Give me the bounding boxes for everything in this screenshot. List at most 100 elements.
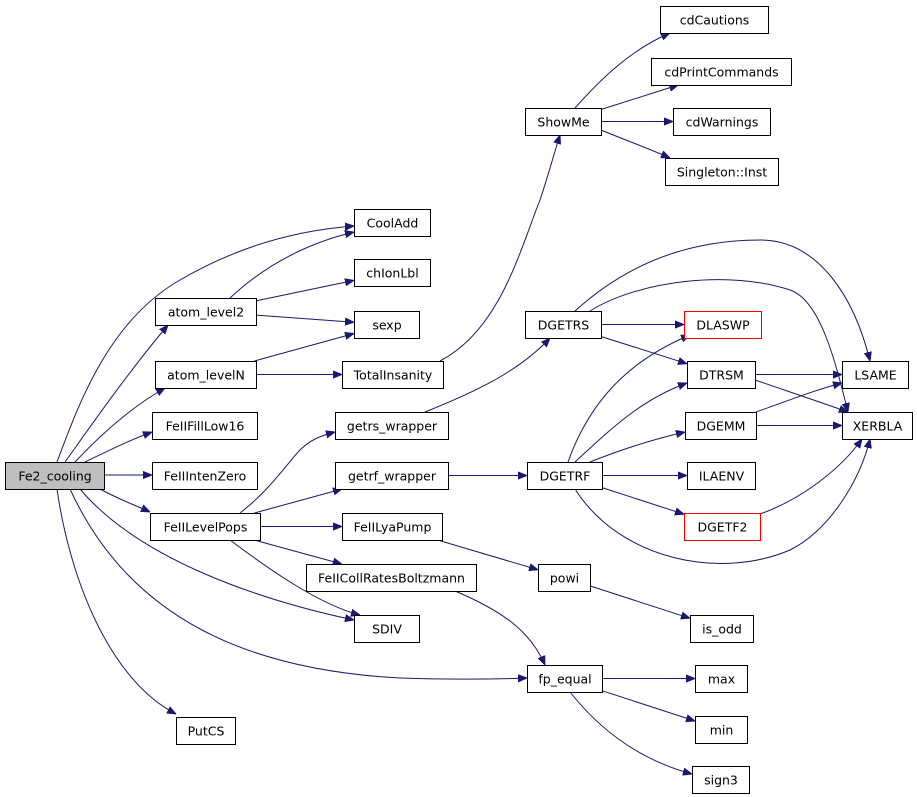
node-showme[interactable]: ShowMe (525, 108, 602, 136)
node-box (665, 158, 779, 186)
node-box (687, 361, 756, 389)
node-intenZero[interactable]: FeIIIntenZero (152, 462, 258, 490)
node-box (354, 311, 420, 339)
edge-dgetrf-to-dgetf2 (601, 487, 684, 515)
node-sdiv[interactable]: SDIV (354, 615, 420, 643)
edge-levelPops-to-collRates (254, 539, 342, 564)
node-box (695, 665, 748, 693)
function-nodes: Fe2_cooling CoolAdd chIonLbl atom_level2sex… (5, 6, 913, 794)
node-box (538, 564, 591, 592)
node-label: cdPrintCommands (664, 65, 778, 80)
node-fpequal[interactable]: fp_equal (527, 665, 603, 693)
edge-levelPops-to-getrfW (254, 489, 342, 514)
node-box (342, 361, 444, 389)
edge-showme-to-cdprint (600, 85, 678, 110)
edge-fpequal-to-sign3 (569, 691, 692, 774)
node-box (692, 766, 750, 794)
node-label: getrs_wrapper (347, 419, 438, 434)
edge-dgetrs-to-dtrsm (600, 336, 687, 364)
node-powi[interactable]: powi (538, 564, 591, 592)
node-label: Singleton::Inst (677, 165, 767, 180)
edge-dgetrf-to-xerbla (574, 439, 870, 564)
node-label: DLASWP (696, 318, 750, 333)
node-box (673, 108, 771, 136)
node-atomN[interactable]: atom_levelN (155, 361, 257, 389)
node-label: getrf_wrapper (348, 469, 437, 484)
node-lyaPump[interactable]: FeIILyaPump (342, 513, 443, 541)
node-box (685, 412, 757, 440)
edge-levelPops-to-sdiv (229, 539, 360, 615)
node-isodd[interactable]: is_odd (690, 615, 754, 643)
node-max[interactable]: max (695, 665, 748, 693)
node-dlaswp[interactable]: DLASWP (684, 311, 762, 339)
node-box (5, 462, 105, 490)
node-box (354, 615, 420, 643)
node-box (150, 513, 261, 541)
edge-total-to-showme (439, 135, 560, 362)
node-label: sexp (372, 318, 401, 333)
node-label: cdWarnings (686, 115, 759, 130)
node-box (335, 412, 449, 440)
node-label: DTRSM (699, 368, 744, 383)
node-box (684, 513, 761, 541)
node-total[interactable]: TotalInsanity (342, 361, 444, 389)
node-cooladd[interactable]: CoolAdd (354, 209, 431, 237)
node-box (842, 412, 913, 440)
node-box (176, 717, 236, 745)
node-box (842, 361, 909, 389)
node-dgetf2[interactable]: DGETF2 (684, 513, 761, 541)
edge-dgemm-to-lsame (755, 383, 842, 413)
node-fillLow[interactable]: FeIIFillLow16 (152, 412, 258, 440)
node-dtrsm[interactable]: DTRSM (687, 361, 756, 389)
node-putcs[interactable]: PutCS (176, 717, 236, 745)
node-label: atom_level2 (168, 305, 244, 320)
node-atom2[interactable]: atom_level2 (155, 298, 257, 326)
node-lsame[interactable]: LSAME (842, 361, 909, 389)
node-ilaenv[interactable]: ILAENV (687, 462, 756, 490)
node-label: DGETRF (540, 469, 591, 484)
node-chlonlbl[interactable]: chIonLbl (354, 259, 431, 287)
edge-dgetrs-to-lsame (574, 239, 870, 361)
node-label: FeIILevelPops (164, 520, 248, 535)
node-sign3[interactable]: sign3 (692, 766, 750, 794)
node-box (695, 716, 748, 744)
node-box (152, 412, 258, 440)
node-dgemm[interactable]: DGEMM (685, 412, 757, 440)
node-single[interactable]: Singleton::Inst (665, 158, 779, 186)
node-label: XERBLA (853, 419, 903, 434)
node-getrsW[interactable]: getrs_wrapper (335, 412, 449, 440)
node-box (660, 6, 769, 34)
node-fe2[interactable]: Fe2_cooling (5, 462, 105, 490)
node-dgetrs[interactable]: DGETRS (525, 311, 602, 339)
edge-fe2-to-sdiv (79, 488, 354, 620)
edge-atomN-to-sexp (254, 334, 354, 362)
node-levelPops[interactable]: FeIILevelPops (150, 513, 261, 541)
edge-fe2-to-putcs (56, 488, 176, 714)
node-box (342, 513, 443, 541)
edge-lyaPump-to-powi (437, 539, 539, 570)
edge-showme-to-single (600, 129, 670, 158)
node-cdwarn[interactable]: cdWarnings (673, 108, 771, 136)
node-box (306, 564, 477, 592)
edge-getrsW-to-dgetrs (424, 338, 550, 413)
node-label: CoolAdd (367, 216, 419, 231)
edge-fe2-to-fillLow (84, 432, 152, 463)
edge-atom2-to-cooladd (229, 232, 354, 299)
node-label: ShowMe (537, 115, 590, 130)
node-cdprint[interactable]: cdPrintCommands (651, 58, 792, 86)
edge-dgetrf-to-dgemm (589, 432, 685, 463)
edge-fe2-to-fpequal (69, 488, 527, 679)
node-label: Fe2_cooling (18, 469, 91, 484)
node-collRates[interactable]: FeIICollRatesBoltzmann (306, 564, 477, 592)
edge-dgetrs-to-xerbla (589, 279, 848, 412)
node-getrfW[interactable]: getrf_wrapper (335, 462, 449, 490)
node-sexp[interactable]: sexp (354, 311, 420, 339)
edge-powi-to-isodd (589, 585, 690, 618)
node-min[interactable]: min (695, 716, 748, 744)
node-label: LSAME (854, 368, 896, 383)
node-dgetrf[interactable]: DGETRF (527, 462, 603, 490)
node-xerbla[interactable]: XERBLA (842, 412, 913, 440)
node-cdcaut[interactable]: cdCautions (660, 6, 769, 34)
edge-fe2-to-levelPops (99, 488, 150, 512)
